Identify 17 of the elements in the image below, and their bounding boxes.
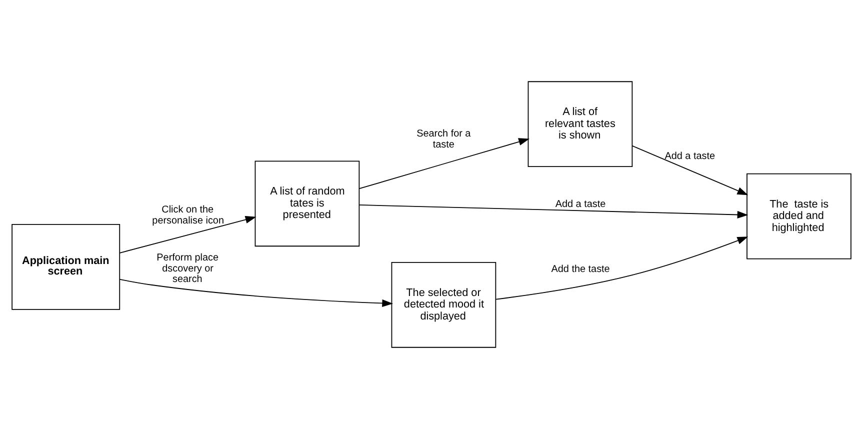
arrow — [119, 278, 394, 307]
edge-label: Perform place dscovery or search — [156, 252, 219, 285]
arrow — [358, 204, 748, 218]
arrow — [119, 215, 256, 253]
arrow — [496, 236, 748, 300]
arrow — [632, 144, 748, 195]
node-box: A list of random tates is presented — [254, 160, 360, 246]
node-box: The selected or detected mood it displayed — [391, 261, 496, 348]
edge-label: Search for a taste — [416, 128, 471, 150]
node-box: Application main screen — [12, 224, 120, 310]
edge-label: Click on the personalise icon — [152, 204, 224, 226]
edge-label: Add a taste — [555, 198, 606, 210]
edge-label: Add a taste — [664, 150, 716, 162]
node-box: The taste is added and highlighted — [746, 172, 852, 259]
arrow — [358, 138, 530, 189]
edge-label: Add the taste — [551, 264, 610, 275]
node-box: A list of relevant tastes is shown — [528, 80, 633, 167]
